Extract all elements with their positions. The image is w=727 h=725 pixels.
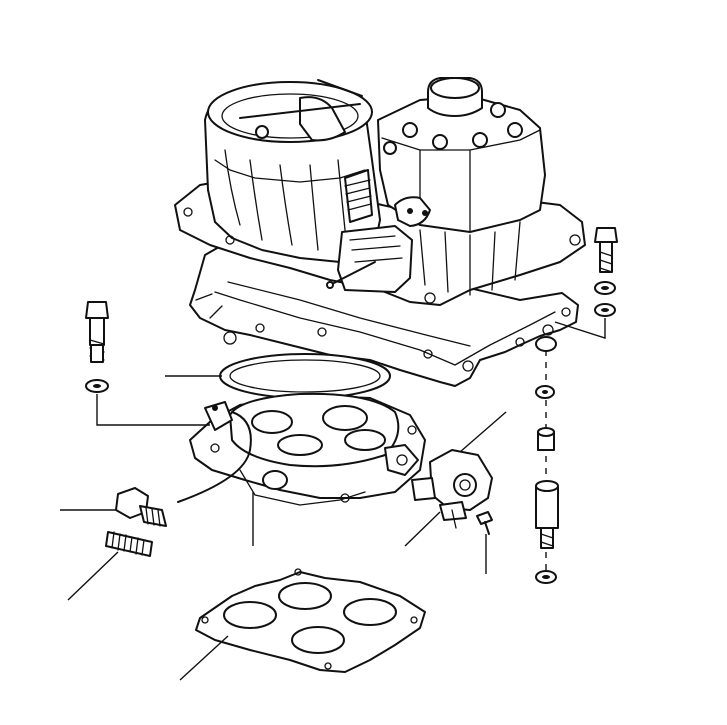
throttle-body	[177, 392, 426, 506]
left-hex-bolt	[115, 487, 167, 527]
left-stud-bolt	[85, 301, 109, 363]
right-bolt	[594, 227, 618, 273]
tps-screw	[476, 511, 493, 535]
air-horn-assembly	[174, 77, 586, 306]
throttle-position-sensor	[411, 449, 493, 529]
right-stud	[535, 480, 559, 549]
throttle-body-o-ring-gasket	[219, 353, 391, 399]
leader-lines	[60, 318, 606, 681]
spring	[105, 531, 153, 557]
right-spacer	[537, 427, 555, 451]
upper-gasket	[189, 234, 579, 387]
left-washer	[85, 379, 109, 393]
right-washers	[535, 281, 616, 584]
lower-base-gasket	[195, 568, 426, 673]
